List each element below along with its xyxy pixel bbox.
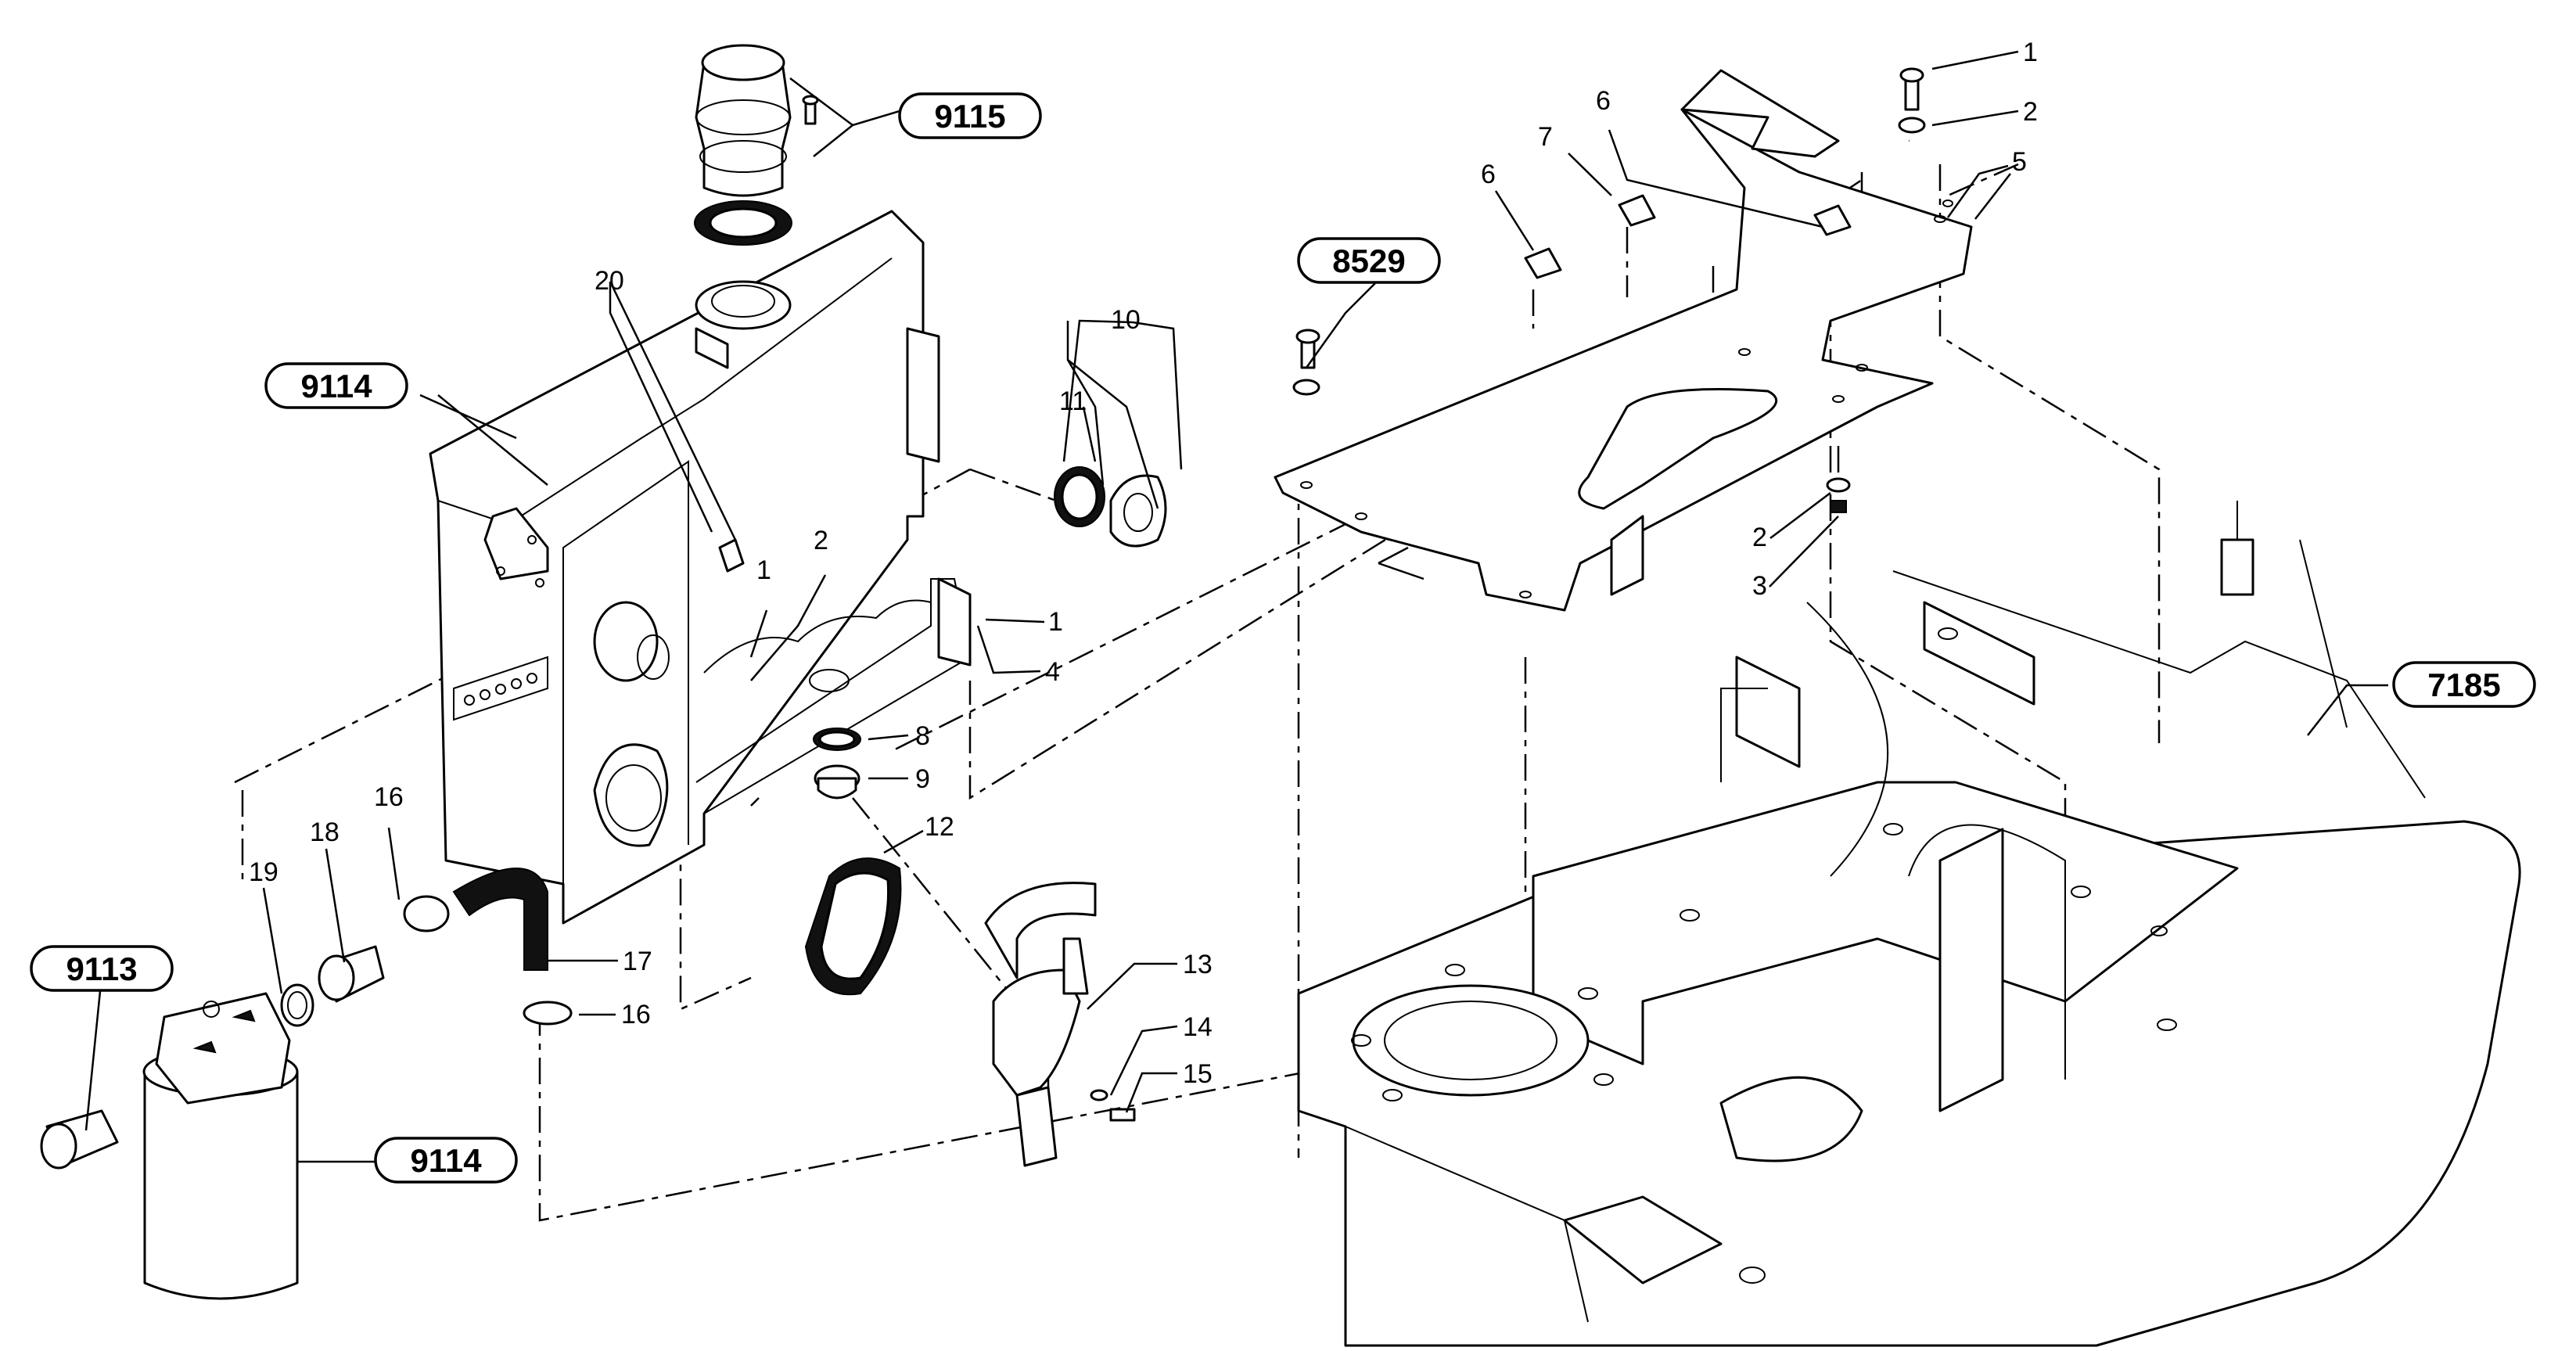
item-number: 12	[925, 812, 954, 842]
reference-9114-top: 9114	[264, 362, 408, 409]
item-number: 1	[2023, 38, 2038, 67]
reference-label: 7185	[2427, 667, 2500, 703]
item-numbers: 1 2 5 7 6 6 2 3 20 10 11 1 2 1 4 8 9 12 …	[249, 38, 2038, 1089]
item-number: 3	[1752, 571, 1767, 601]
item-number: 6	[1596, 86, 1611, 116]
item-number: 18	[310, 817, 340, 847]
item-number: 8	[915, 721, 930, 751]
item-number: 2	[814, 526, 828, 555]
item-number: 9	[915, 764, 930, 794]
hydraulic-tank	[429, 210, 972, 925]
item-number: 17	[623, 947, 652, 976]
item-number: 20	[595, 266, 624, 296]
machine-frame	[1297, 501, 2521, 1347]
reference-7185: 7185	[2392, 661, 2536, 708]
item-number: 16	[374, 782, 404, 812]
item-number: 4	[1045, 657, 1060, 687]
reference-label: 8529	[1332, 243, 1405, 279]
reference-9115: 9115	[898, 92, 1042, 139]
hose-fittings	[280, 868, 573, 1027]
tank-fittings	[804, 466, 1167, 1167]
item-number: 5	[2012, 147, 2027, 177]
plate-hardware	[1292, 67, 1926, 513]
reference-label: 9114	[410, 1142, 482, 1179]
callout-leaders	[84, 50, 2388, 1163]
reference-label: 9113	[66, 950, 137, 987]
reference-label: 9114	[300, 368, 372, 404]
filler-cap-assembly	[694, 44, 819, 246]
item-number: 2	[1752, 523, 1767, 552]
item-number: 2	[2023, 97, 2038, 127]
cover-plate	[1274, 69, 1973, 612]
item-number: 11	[1059, 386, 1087, 416]
reference-label: 9115	[934, 98, 1005, 135]
reference-8529: 8529	[1297, 237, 1441, 284]
reference-9114-bottom: 9114	[374, 1137, 518, 1184]
item-number: 16	[621, 1000, 651, 1029]
item-number: 6	[1481, 160, 1496, 189]
item-number: 19	[249, 857, 278, 887]
return-filter	[40, 992, 299, 1300]
item-number: 14	[1183, 1012, 1213, 1042]
item-number: 1	[1048, 607, 1063, 637]
leader-lines	[419, 77, 2011, 807]
reference-9113: 9113	[30, 945, 174, 992]
item-number: 13	[1183, 950, 1213, 979]
item-number: 10	[1111, 305, 1141, 335]
item-number: 7	[1538, 122, 1553, 152]
item-number: 15	[1183, 1059, 1213, 1089]
item-number: 1	[756, 555, 771, 585]
